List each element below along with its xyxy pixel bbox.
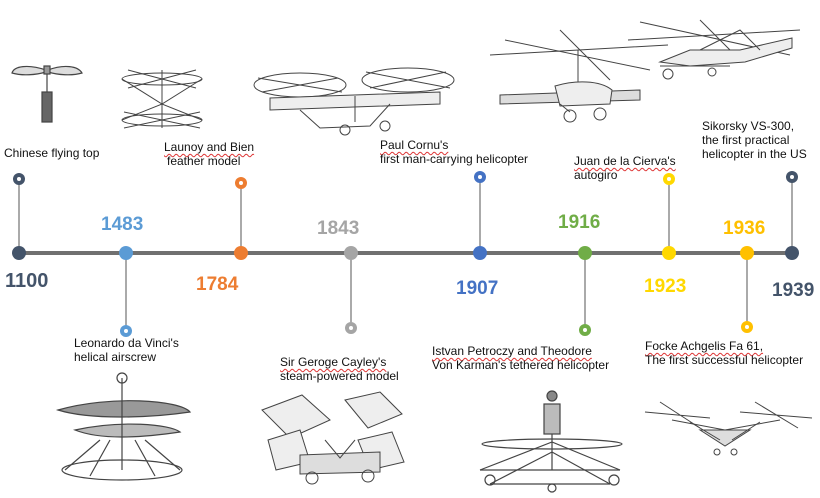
caption-1916: Istvan Petroczy and Theodore Von Karman'…: [432, 344, 609, 372]
caption-1784: Launoy and Bien feather model: [164, 140, 254, 168]
caption-line: Chinese flying top: [4, 146, 100, 160]
year-label-1939: 1939: [772, 280, 815, 301]
year-label-1483: 1483: [101, 214, 144, 235]
event-dot-center: [239, 181, 243, 185]
event-dot-center: [667, 177, 671, 181]
year-label-1843: 1843: [317, 218, 360, 239]
axis-marker-1936: [740, 246, 754, 260]
caption-line: feather model: [167, 154, 241, 168]
caption-line: Von Karman's tethered helicopter: [432, 358, 610, 372]
caption-line: autogiro: [574, 168, 618, 182]
caption-line: Sikorsky VS-300,: [702, 119, 795, 133]
chinese-flying-top-drawing: [11, 65, 83, 123]
year-label-1100: 1100: [5, 270, 49, 292]
focke-fa61-drawing: [644, 401, 813, 456]
caption-line: Focke Achgelis Fa 61,: [645, 339, 764, 353]
caption-line: helicopter in the US: [702, 147, 807, 161]
caption-line: Paul Cornu's: [380, 138, 449, 152]
axis-marker-1784: [234, 246, 248, 260]
axis-marker-1939: [785, 246, 799, 260]
caption-line: helical airscrew: [74, 350, 157, 364]
year-label-1923: 1923: [644, 276, 687, 297]
caption-1923: Juan de la Cierva's autogiro: [574, 154, 676, 182]
caption-line: first man-carrying helicopter: [380, 152, 529, 166]
caption-1907: Paul Cornu's first man-carrying helicopt…: [380, 138, 528, 166]
caption-line: Juan de la Cierva's: [574, 154, 676, 168]
event-dot-center: [478, 175, 482, 179]
year-label-1916: 1916: [558, 212, 601, 233]
cierva-autogiro-drawing: [489, 29, 669, 123]
axis-marker-1483: [119, 246, 133, 260]
axis-marker-1923: [662, 246, 676, 260]
petroczy-karman-helicopter-drawing: [479, 390, 623, 493]
da-vinci-airscrew-drawing: [55, 372, 192, 481]
caption-line: Leonardo da Vinci's: [74, 336, 179, 350]
caption-line: steam-powered model: [280, 369, 399, 383]
event-dot-center: [17, 177, 21, 181]
caption-1483: Leonardo da Vinci's helical airscrew: [74, 336, 179, 364]
year-label-1907: 1907: [456, 278, 499, 299]
caption-line: Istvan Petroczy and Theodore: [432, 344, 592, 358]
caption-line: the first practical: [702, 133, 790, 147]
caption-line: The first successful helicopter: [645, 353, 804, 367]
event-dot-center: [583, 328, 587, 332]
event-dot-center: [124, 329, 128, 333]
event-dot-center: [790, 175, 794, 179]
launoy-bienvenu-feather-model-drawing: [121, 69, 203, 129]
cornu-helicopter-drawing: [253, 67, 455, 136]
caption-1936: Focke Achgelis Fa 61, The first successf…: [645, 339, 803, 367]
cayley-steam-model-drawing: [261, 391, 405, 485]
caption-line: Launoy and Bien: [164, 140, 255, 154]
event-dot-center: [745, 325, 749, 329]
year-label-1936: 1936: [723, 218, 766, 239]
caption-1100: Chinese flying top: [4, 146, 99, 160]
axis-marker-1100: [12, 246, 26, 260]
axis-marker-1916: [578, 246, 592, 260]
event-dot-center: [349, 326, 353, 330]
year-label-1784: 1784: [196, 274, 239, 295]
caption-1843: Sir Geroge Cayley's steam-powered model: [280, 355, 399, 383]
axis-marker-1843: [344, 246, 358, 260]
sikorsky-vs300-drawing: [627, 19, 801, 80]
caption-line: Sir Geroge Cayley's: [280, 355, 387, 369]
axis-marker-1907: [473, 246, 487, 260]
caption-1939: Sikorsky VS-300, the first practical hel…: [702, 119, 807, 161]
